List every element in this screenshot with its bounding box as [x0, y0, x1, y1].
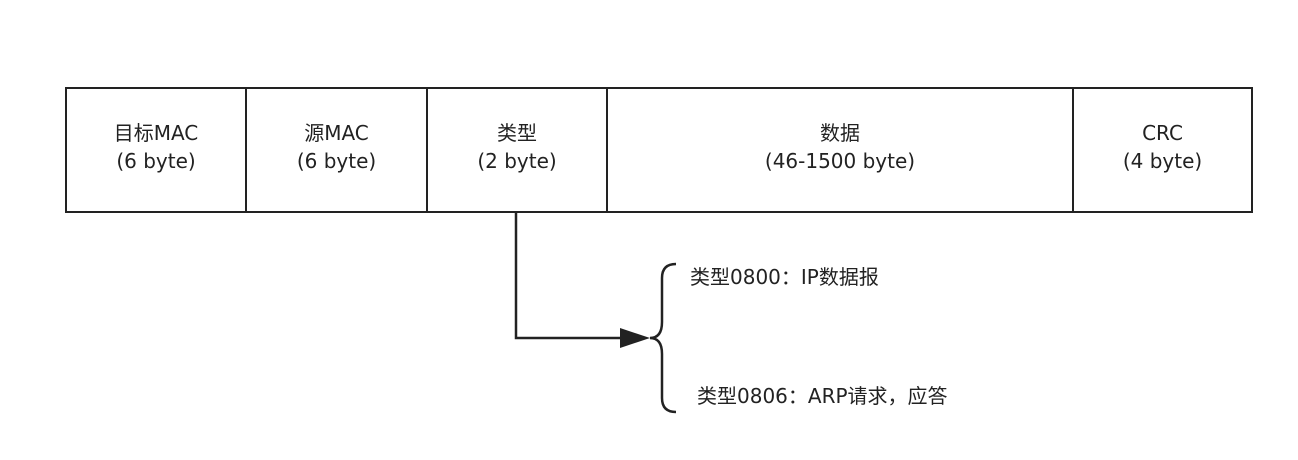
type-arp-note: 类型0806：ARP请求，应答	[697, 384, 948, 408]
field-name: 目标MAC	[113, 121, 199, 145]
field-size: (4 byte)	[1122, 149, 1203, 173]
field-size: (6 byte)	[116, 149, 196, 173]
field-name: 数据	[820, 121, 860, 145]
field-name: CRC	[1142, 121, 1183, 145]
curly-brace	[649, 262, 677, 414]
field-size: (46-1500 byte)	[764, 149, 916, 173]
field-dest-mac: 目标MAC (6 byte)	[67, 89, 247, 211]
field-name: 源MAC	[304, 121, 369, 145]
field-size: (6 byte)	[296, 149, 377, 173]
type-ip-note: 类型0800：IP数据报	[690, 265, 879, 289]
field-type: 类型 (2 byte)	[428, 89, 608, 211]
field-size: (2 byte)	[477, 149, 557, 173]
type-connector-line	[514, 213, 622, 340]
ethernet-frame: 目标MAC (6 byte) 源MAC (6 byte) 类型 (2 byte)…	[65, 87, 1253, 213]
field-data: 数据 (46-1500 byte)	[608, 89, 1074, 211]
field-src-mac: 源MAC (6 byte)	[247, 89, 428, 211]
field-name: 类型	[497, 121, 537, 145]
field-crc: CRC (4 byte)	[1074, 89, 1251, 211]
connector-arrowhead	[620, 328, 650, 348]
